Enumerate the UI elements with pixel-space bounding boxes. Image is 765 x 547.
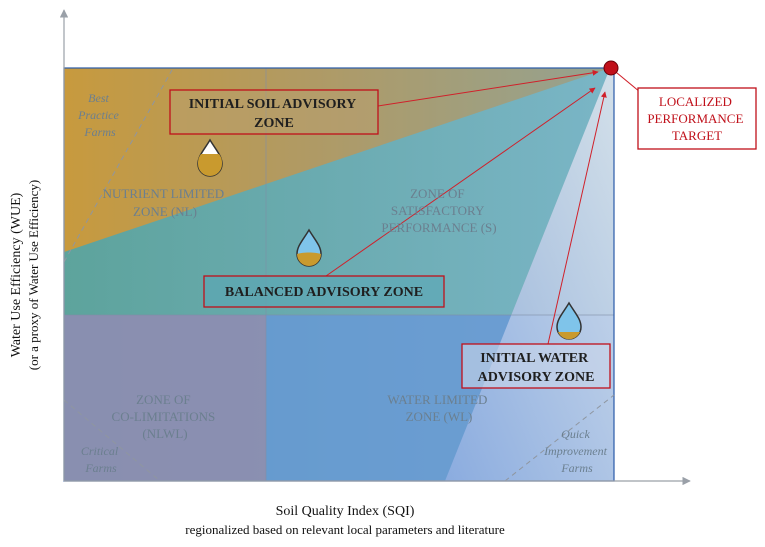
nl-zone-label: NUTRIENT LIMITED ZONE (NL) [103, 186, 228, 219]
y-axis-subtitle: (or a proxy of Water Use Efficiency) [26, 180, 41, 371]
water-advisory-box [461, 343, 611, 389]
critical-farms-label: Critical Farms [81, 444, 121, 475]
soil-advisory-box [169, 89, 379, 135]
target-label-box [637, 87, 757, 150]
soil-to-target-arrow [377, 69, 599, 107]
water-advisory-label: INITIAL WATER ADVISORY ZONE [478, 351, 595, 385]
soil-advisory-label: INITIAL SOIL ADVISORY ZONE [189, 97, 360, 131]
balanced-to-target-arrow [325, 87, 596, 277]
balanced-advisory-label: BALANCED ADVISORY ZONE [225, 285, 423, 300]
balanced-advisory-box [203, 275, 445, 308]
water-drop-icon [556, 301, 582, 340]
target-label: LOCALIZED PERFORMANCE TARGET [647, 94, 746, 143]
localized-target-point [603, 60, 619, 76]
quick-improvement-label: Quick Improvement Farms [543, 427, 610, 475]
wl-zone-label: WATER LIMITED ZONE (WL) [387, 392, 490, 424]
best-practice-dash [63, 69, 173, 263]
soil-drop-icon [197, 138, 223, 177]
water-to-target-arrow [547, 91, 607, 345]
x-axis-subtitle: regionalized based on relevant local par… [185, 522, 505, 537]
y-axis-title: Water Use Efficiency (WUE) [9, 192, 24, 357]
nlwl-zone-label: ZONE OF CO-LIMITATIONS (NLWL) [112, 392, 219, 441]
s-zone-label: ZONE OF SATISFACTORY PERFORMANCE (S) [381, 186, 496, 235]
colimitation-overlay [64, 315, 266, 481]
critical-dash [63, 399, 161, 482]
x-axis-title: Soil Quality Index (SQI) [276, 504, 415, 519]
best-practice-label: Best Practice Farms [77, 91, 122, 139]
balanced-drop-icon [296, 228, 322, 267]
